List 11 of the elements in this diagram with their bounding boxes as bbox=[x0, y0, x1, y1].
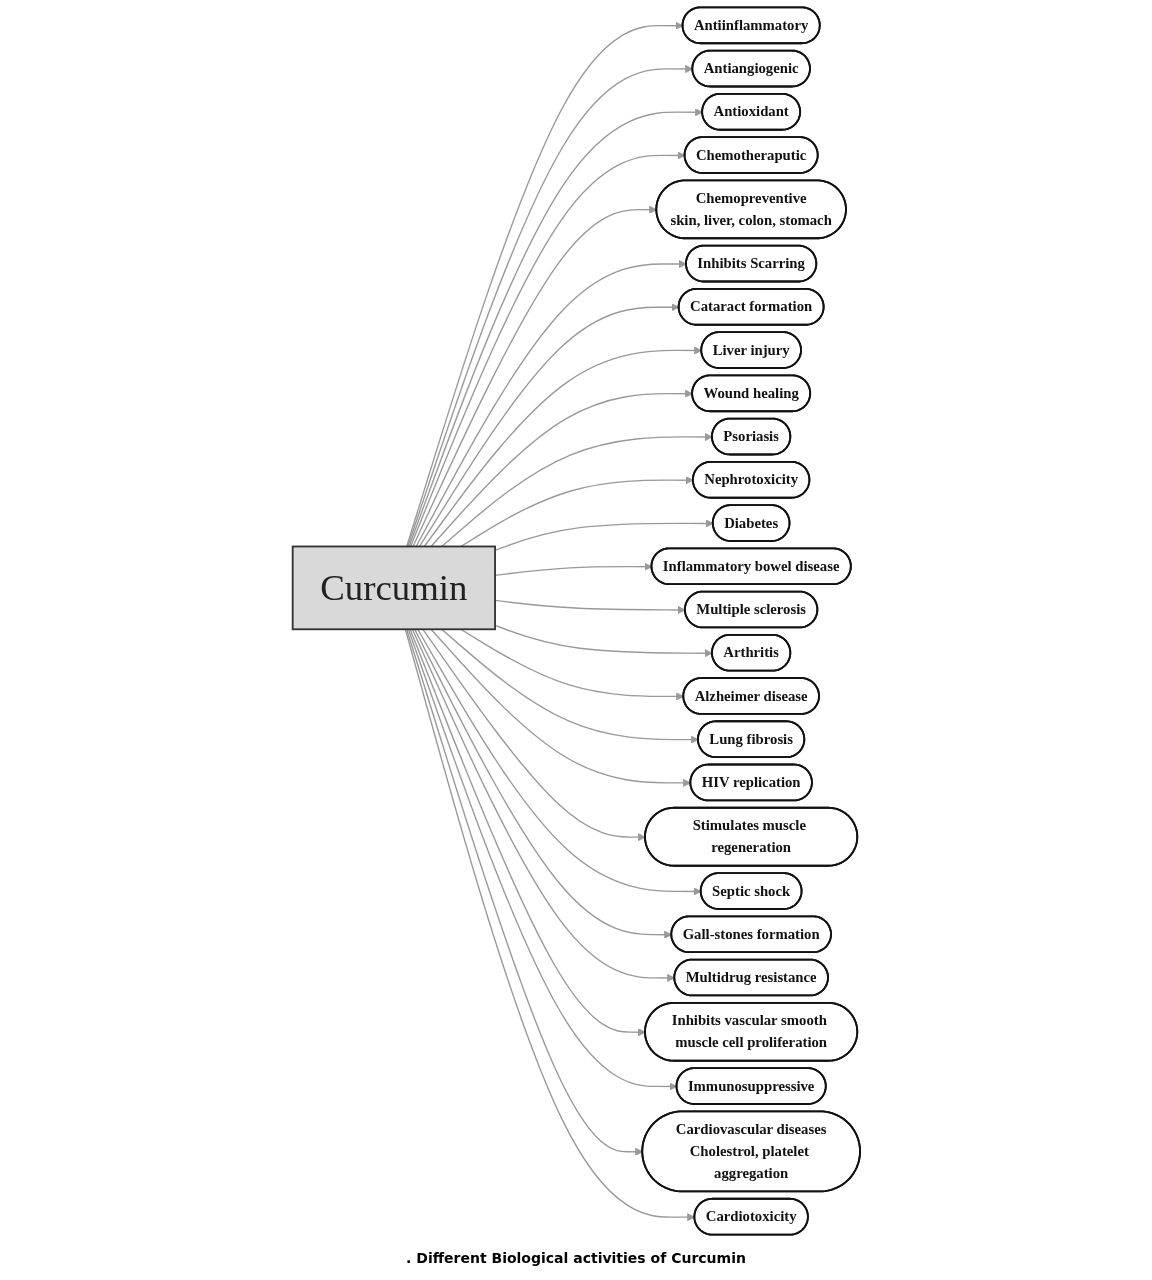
arrow bbox=[404, 628, 695, 1222]
arrow bbox=[459, 628, 684, 701]
arrow bbox=[430, 628, 691, 787]
arrow bbox=[494, 562, 652, 577]
arrow bbox=[409, 151, 686, 548]
arrow bbox=[405, 628, 643, 1156]
node-box: Curcumin bbox=[291, 545, 496, 631]
arrow bbox=[430, 389, 693, 548]
arrow bbox=[411, 205, 657, 548]
figure-caption: . Different Biological activities of Curcumin bbox=[406, 1250, 746, 1266]
arrow bbox=[407, 628, 677, 1091]
